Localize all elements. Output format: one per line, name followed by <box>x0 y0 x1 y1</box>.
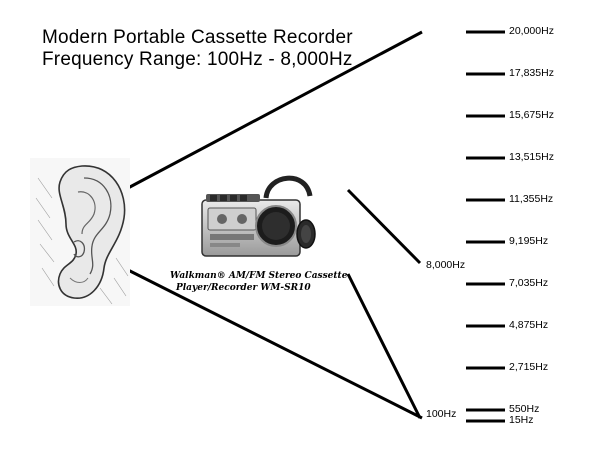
ear-image <box>30 158 130 306</box>
scale-label-9195: 9,195Hz <box>509 235 549 247</box>
scale-label-13515: 13,515Hz <box>509 151 554 163</box>
device-lower-line <box>346 273 422 419</box>
scale-label-7035: 7,035Hz <box>509 277 549 289</box>
scale-label-4875: 4,875Hz <box>509 319 549 331</box>
device-caption-line-2: Player/Recorder WM-SR10 <box>176 283 311 293</box>
device-upper-line <box>346 188 422 265</box>
scale-ticks <box>466 30 505 423</box>
title-line-1: Modern Portable Cassette Recorder <box>42 27 353 48</box>
walkman-image <box>201 175 316 257</box>
scale-label-15: 15Hz <box>509 414 534 426</box>
scale-label-11355: 11,355Hz <box>509 193 554 205</box>
device-caption: Walkman® AM/FM Stereo Cassette Player/Re… <box>170 270 347 294</box>
range-label-upper: 8,000Hz <box>426 259 466 271</box>
device-caption-line-1: Walkman® AM/FM Stereo Cassette <box>170 271 348 281</box>
range-label-lower: 100Hz <box>426 408 457 420</box>
scale-label-20000: 20,000Hz <box>509 25 554 37</box>
scale-label-15675: 15,675Hz <box>509 109 554 121</box>
ear-upper-line <box>127 30 423 190</box>
scale-label-2715: 2,715Hz <box>509 361 549 373</box>
ear-lower-line <box>127 268 423 420</box>
scale-label-17835: 17,835Hz <box>509 67 554 79</box>
title-line-2: Frequency Range: 100Hz - 8,000Hz <box>42 49 353 70</box>
scale-label-550: 550Hz <box>509 403 540 415</box>
